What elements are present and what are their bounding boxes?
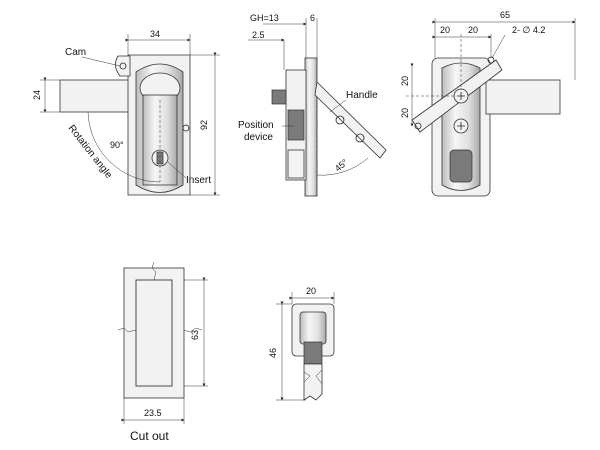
dim-back-v20b: 20 (400, 108, 410, 118)
dim-handle-angle: 45° (333, 157, 350, 174)
front-view: 34 92 24 Cam 90° Rotation angle Insert (32, 29, 220, 196)
label-device: device (244, 132, 273, 143)
dim-cutout-23-5: 23.5 (144, 408, 162, 418)
key-insert (303, 341, 323, 365)
dim-back-20b: 20 (468, 25, 478, 35)
dim-back-holes: 2- ∅ 4.2 (512, 25, 545, 35)
side-view: GH=13 6 2.5 Handle Position device 45° (238, 13, 387, 197)
front-ear (115, 55, 131, 77)
dim-front-width: 34 (150, 29, 160, 39)
dim-side-6: 6 (310, 13, 315, 23)
dim-side-2-5: 2.5 (252, 30, 265, 40)
dim-key-20: 20 (306, 286, 316, 296)
dim-back-v20a: 20 (400, 76, 410, 86)
dim-cam-height: 24 (32, 90, 42, 100)
dim-key-46: 46 (268, 348, 278, 358)
key-blade (303, 363, 323, 401)
rotation-arc (87, 111, 161, 183)
label-rotation-angle: Rotation angle (66, 123, 115, 181)
dim-cutout-63: 63 (190, 330, 200, 340)
side-handle (314, 81, 387, 159)
side-nut (271, 89, 287, 105)
label-handle: Handle (346, 90, 378, 101)
cutout-view: 63 23.5 Cut out (117, 261, 208, 443)
dim-back-65: 65 (500, 10, 510, 20)
dim-rotation-angle: 90° (110, 140, 124, 150)
side-body (304, 57, 318, 197)
label-insert: Insert (186, 175, 211, 186)
back-cam (485, 79, 561, 115)
dim-gh: GH=13 (250, 13, 279, 23)
cam (59, 79, 136, 113)
label-cam: Cam (65, 47, 86, 58)
label-position: Position (238, 120, 274, 131)
side-position-device (287, 109, 305, 141)
back-view: 65 20 20 2- ∅ 4.2 20 20 (400, 10, 576, 197)
label-cutout: Cut out (130, 429, 169, 443)
dim-front-height: 92 (199, 120, 209, 130)
key-view: 20 46 (268, 286, 335, 401)
cutout-outer (123, 267, 185, 399)
dim-back-20a: 20 (440, 25, 450, 35)
